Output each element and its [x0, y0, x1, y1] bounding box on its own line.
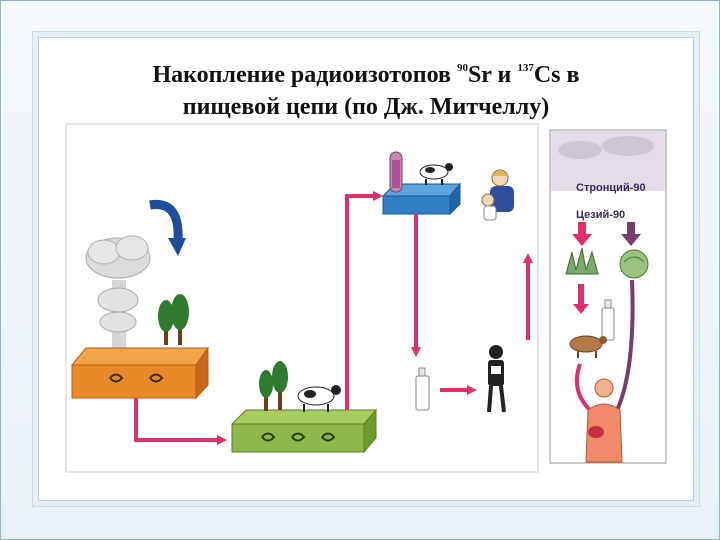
side-cloud-icon-2 [602, 136, 654, 156]
slide-title: Накопление радиоизотопов 90Sr и 137Cs в … [39, 54, 693, 123]
title-conjunction: и [491, 62, 518, 88]
strontium-mass-number: 90 [456, 62, 468, 74]
green-pasture-block [230, 408, 378, 454]
side-milk-bottle-icon [601, 299, 615, 341]
orange-soil-block [70, 346, 209, 400]
cesium-label: Цезий-90 [576, 209, 625, 221]
title-suffix: в [560, 62, 580, 88]
plant-to-cow-arrow-icon [573, 284, 589, 314]
strontium-symbol: Sr [467, 62, 492, 88]
cesium-symbol: Cs [533, 62, 561, 88]
strontium-label: Стронций-90 [576, 182, 646, 194]
silo-icon [389, 151, 403, 193]
fallout-arrow-icon [149, 199, 186, 256]
title-line-2: пищевой цепи (по Дж. Митчеллу) [182, 94, 550, 120]
human-torso-icon [585, 378, 623, 463]
cabbage-icon [619, 249, 649, 279]
strontium-arrow-icon [572, 222, 592, 246]
mother-child-icon [481, 169, 514, 221]
pasture-trees-icon [259, 361, 288, 411]
mushroom-cloud-icon [85, 235, 151, 350]
cesium-mass-number: 137 [517, 62, 534, 74]
brown-cow-icon [569, 335, 607, 358]
cesium-arrow-icon [621, 222, 641, 246]
arrow-soil-to-pasture [134, 398, 227, 445]
side-cloud-icon [558, 141, 602, 159]
milk-bottle-icon [415, 367, 430, 411]
title-prefix: Накопление радиоизотопов [152, 62, 457, 88]
strontium-path-arrow [575, 363, 594, 414]
arrow-pasture-to-barn [345, 191, 383, 410]
standing-person-icon [487, 345, 506, 413]
barn-cow-icon [419, 163, 453, 185]
cow-icon [297, 385, 341, 412]
grass-plant-icon [565, 247, 599, 275]
trees-icon [158, 294, 189, 345]
